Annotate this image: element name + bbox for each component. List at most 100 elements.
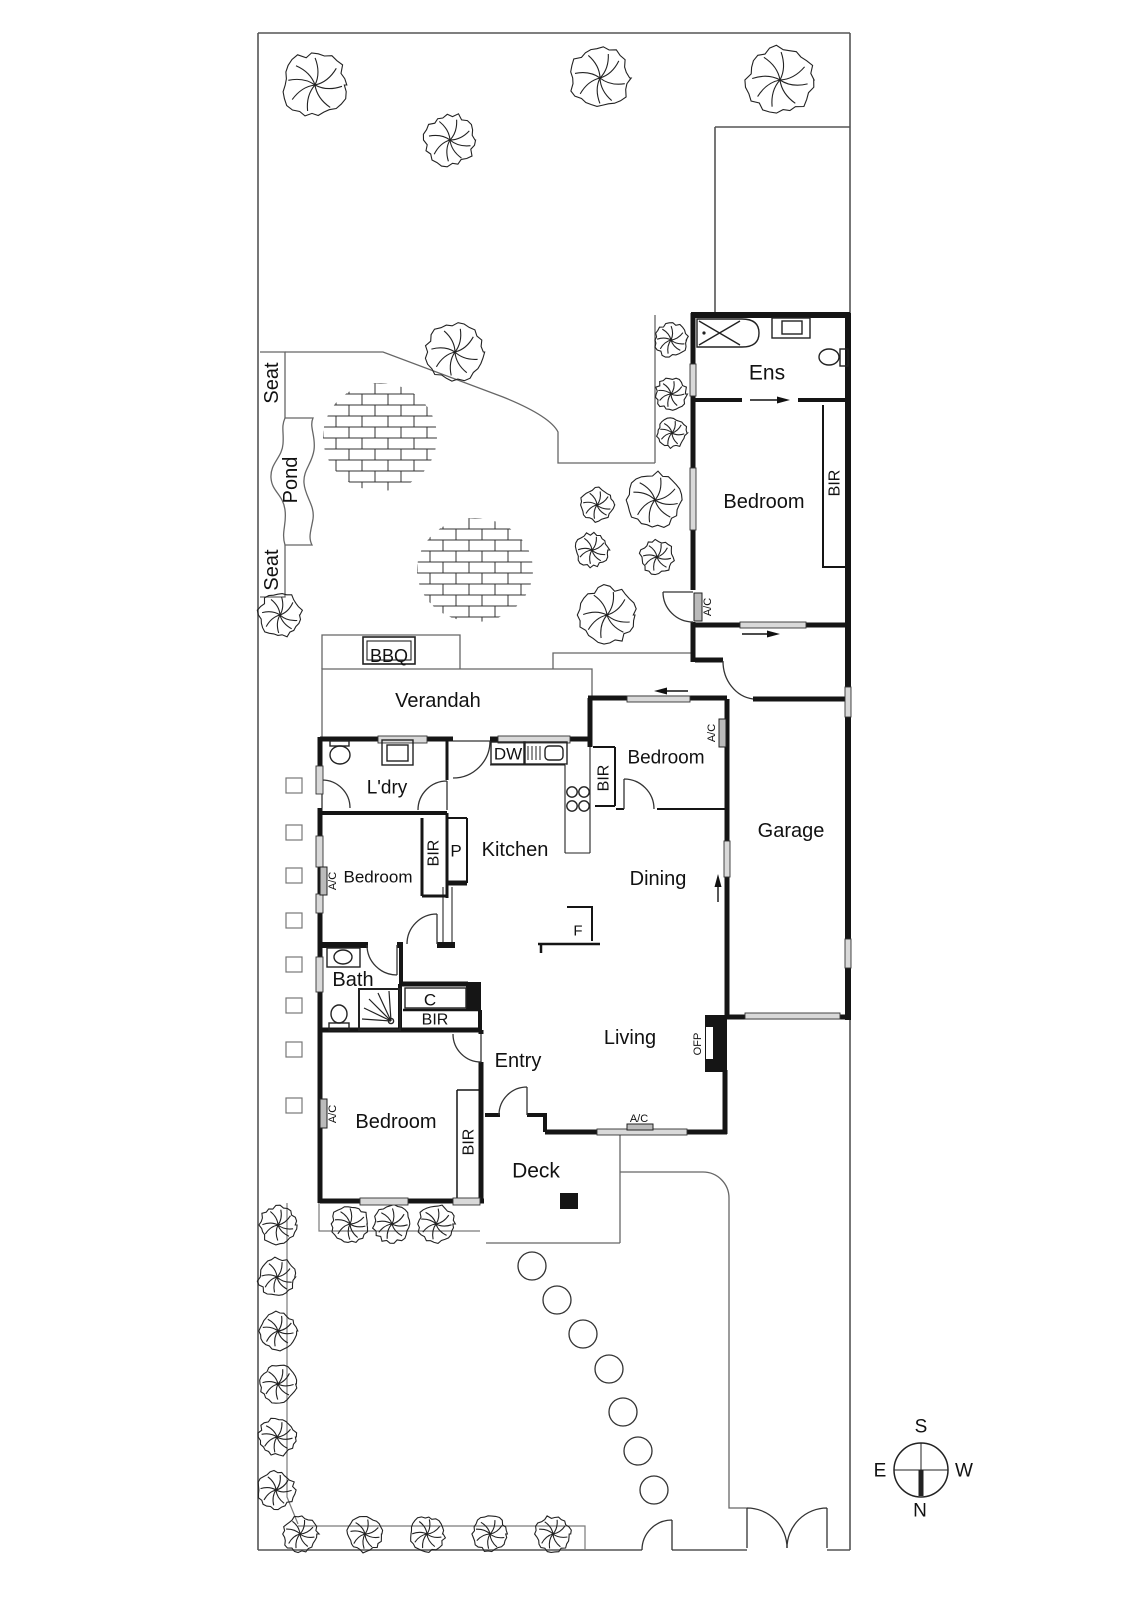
label-kitchen: Kitchen: [482, 839, 549, 861]
ldry-trough-back: [329, 740, 350, 747]
label-ac-west1: A/C: [327, 872, 339, 890]
label-ens: Ens: [749, 362, 785, 385]
wardrobe-rear-bir: [822, 405, 846, 568]
ac-unit: [718, 718, 727, 748]
tree: [258, 1204, 298, 1246]
tree: [638, 538, 675, 576]
tree: [744, 44, 815, 114]
label-bir-south: BIR: [461, 1129, 478, 1156]
ac-unit: [626, 1123, 654, 1131]
label-bedroom-west: Bedroom: [344, 868, 413, 887]
window: [626, 695, 691, 703]
kitchen-sink: [523, 741, 568, 765]
garden-square: [285, 956, 303, 973]
entry-arrows: [654, 396, 790, 902]
brick-paving-patch: [323, 383, 437, 491]
garden-square: [285, 1097, 303, 1114]
tree: [533, 1515, 572, 1553]
front-path-edge: [620, 1171, 747, 1509]
door-westbed: [406, 913, 438, 945]
tree: [422, 113, 477, 168]
wardrobe-southbed-bir: [456, 1089, 480, 1198]
tree: [256, 1256, 297, 1296]
brick-paving: [323, 383, 533, 622]
house-walls: [317, 312, 851, 1204]
stepping-stone: [639, 1475, 669, 1505]
property-boundary: [257, 32, 851, 1551]
window: [315, 956, 324, 993]
label-pantry: P: [450, 842, 461, 861]
wall-entry-south: [485, 1113, 547, 1132]
stove-burners: [566, 786, 590, 812]
compass-label-e: E: [874, 1461, 887, 1482]
stepping-stone: [608, 1397, 638, 1427]
bath-basin-counter: [326, 947, 361, 968]
door-front: [498, 1086, 528, 1116]
bbq-box-inner: [366, 640, 412, 661]
sink-drainer: [527, 746, 541, 760]
gate-driveway-right: [786, 1507, 828, 1549]
house-front-bed-strip: [318, 1203, 480, 1232]
label-dw: DW: [494, 745, 522, 764]
label-bedroom-mid: Bedroom: [627, 748, 704, 769]
window: [315, 893, 324, 914]
tree: [257, 1469, 297, 1511]
label-entry: Entry: [495, 1050, 542, 1072]
label-ac-mid: A/C: [706, 724, 718, 742]
label-ofp: OFP: [692, 1033, 704, 1056]
window: [452, 1197, 481, 1206]
courtyard-edge: [552, 652, 692, 669]
label-dining: Dining: [630, 868, 687, 890]
tree: [570, 46, 633, 107]
fireplace-slot: [706, 1027, 713, 1059]
window: [315, 765, 324, 795]
tree: [330, 1206, 369, 1244]
garden-square: [285, 824, 303, 841]
label-ac-south: A/C: [327, 1105, 339, 1123]
label-bath: Bath: [332, 969, 373, 991]
door-kitchen-verandah: [452, 740, 491, 779]
shower-spray: [361, 990, 392, 1022]
door-entry-hall: [452, 1033, 482, 1063]
tree: [258, 1310, 299, 1352]
room-labels: SeatPondSeatEnsBedroomBIRA/CBBQVerandahL…: [261, 362, 973, 1522]
door-ldry-east: [417, 780, 448, 811]
fixtures: [326, 317, 849, 1209]
fridge-recess: [567, 906, 593, 941]
tree: [371, 1204, 411, 1244]
deck-outline: [486, 1133, 621, 1244]
tree: [574, 531, 611, 569]
rear-subdivision-line: [714, 126, 850, 313]
dishwasher-box: [490, 741, 526, 765]
label-bedroom-south: Bedroom: [355, 1111, 436, 1133]
compass-label-s: S: [915, 1417, 928, 1438]
tree: [410, 1516, 447, 1553]
window: [844, 938, 852, 969]
tree: [576, 584, 637, 645]
pantry-outline: [447, 817, 468, 883]
cupboard-box: [404, 987, 467, 1009]
tree: [259, 1364, 298, 1404]
ac-unit: [319, 1098, 328, 1129]
label-ac-rear-door: A/C: [702, 598, 714, 616]
seat-bottom-outline: [260, 545, 286, 598]
ens-toilet: [818, 348, 840, 366]
garden-square: [285, 867, 303, 884]
label-bedroom-rear: Bedroom: [723, 491, 804, 513]
tree: [346, 1515, 384, 1554]
tree: [580, 486, 616, 523]
label-ac-living: A/C: [630, 1113, 648, 1125]
compass-label-n: N: [913, 1501, 927, 1522]
door-rearbed-west: [662, 591, 694, 623]
label-seat-top: Seat: [261, 362, 283, 404]
stepping-stones: [517, 1251, 669, 1505]
label-cupboard: C: [424, 991, 436, 1010]
ac-units: [319, 592, 727, 1131]
label-seat-bottom: Seat: [261, 549, 283, 591]
verandah-outline: [321, 668, 593, 737]
label-living: Living: [604, 1027, 656, 1049]
gate-driveway-left: [746, 1507, 788, 1549]
wardrobe-midbed-bir: [593, 746, 616, 807]
garden-bed-strips: [286, 1203, 586, 1550]
